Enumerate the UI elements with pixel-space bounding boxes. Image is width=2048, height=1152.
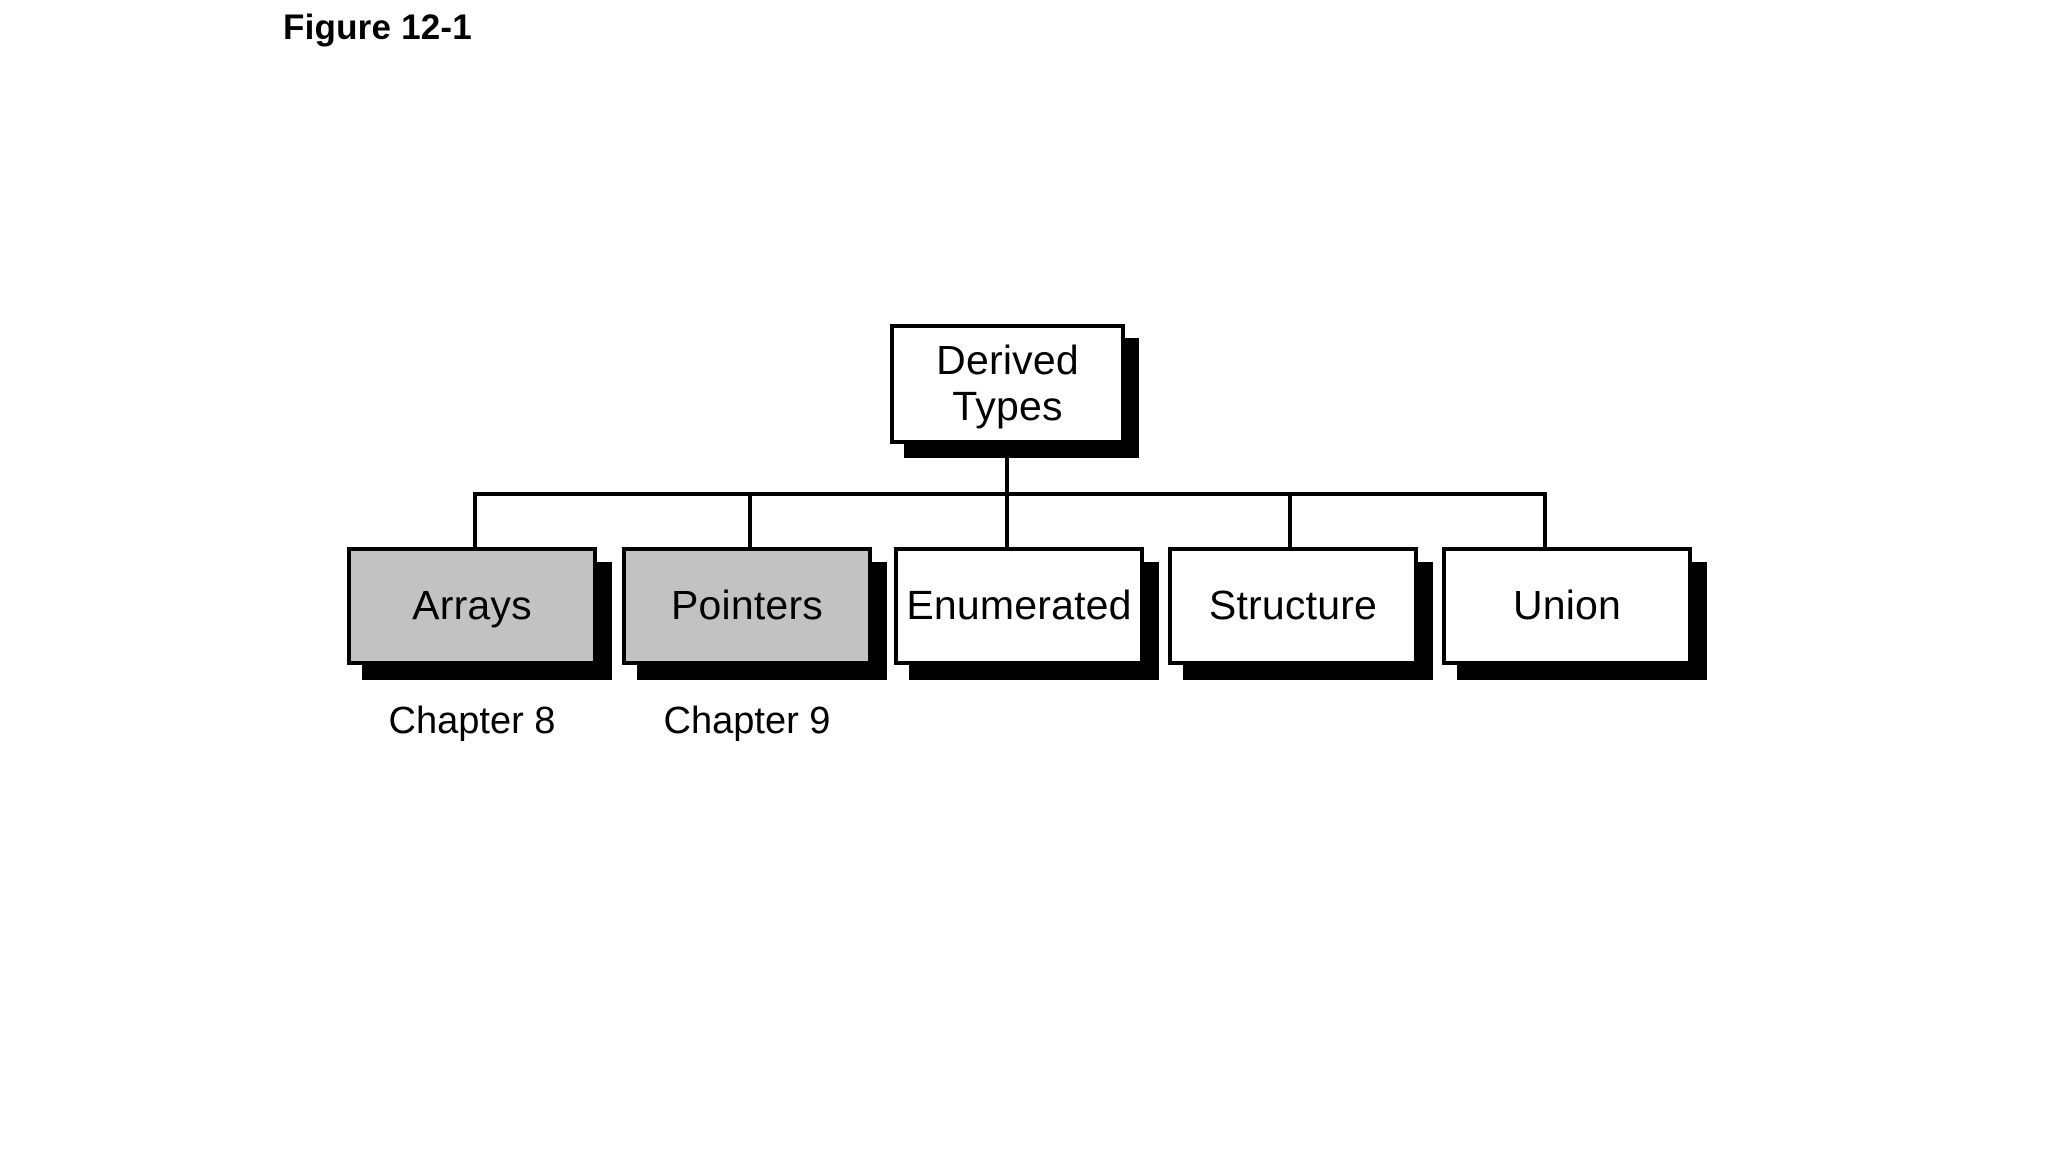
connector-drop-pointers [748,492,752,548]
connector-root-trunk [1005,455,1009,494]
node-enumerated[interactable]: Enumerated [894,547,1144,665]
node-arrays-label: Arrays [412,582,532,629]
connector-drop-union [1543,492,1547,548]
node-pointers-label: Pointers [670,582,823,629]
connector-drop-enumerated [1005,492,1009,548]
connector-drop-structure [1288,492,1292,548]
caption-pointers-chapter: Chapter 9 [663,700,831,742]
node-derived-types-label: Derived Types [936,337,1079,429]
figure-title: Figure 12-1 [283,8,472,47]
caption-arrays-chapter: Chapter 8 [388,700,556,742]
node-union-label: Union [1512,582,1622,629]
node-structure-label: Structure [1208,582,1378,629]
connector-horizontal-bus [473,492,1547,496]
node-derived-types[interactable]: Derived Types [890,324,1125,444]
connector-drop-arrays [473,492,477,548]
node-enumerated-label: Enumerated [906,582,1132,629]
node-structure[interactable]: Structure [1168,547,1418,665]
node-union[interactable]: Union [1442,547,1692,665]
node-pointers[interactable]: Pointers [622,547,872,665]
node-arrays[interactable]: Arrays [347,547,597,665]
